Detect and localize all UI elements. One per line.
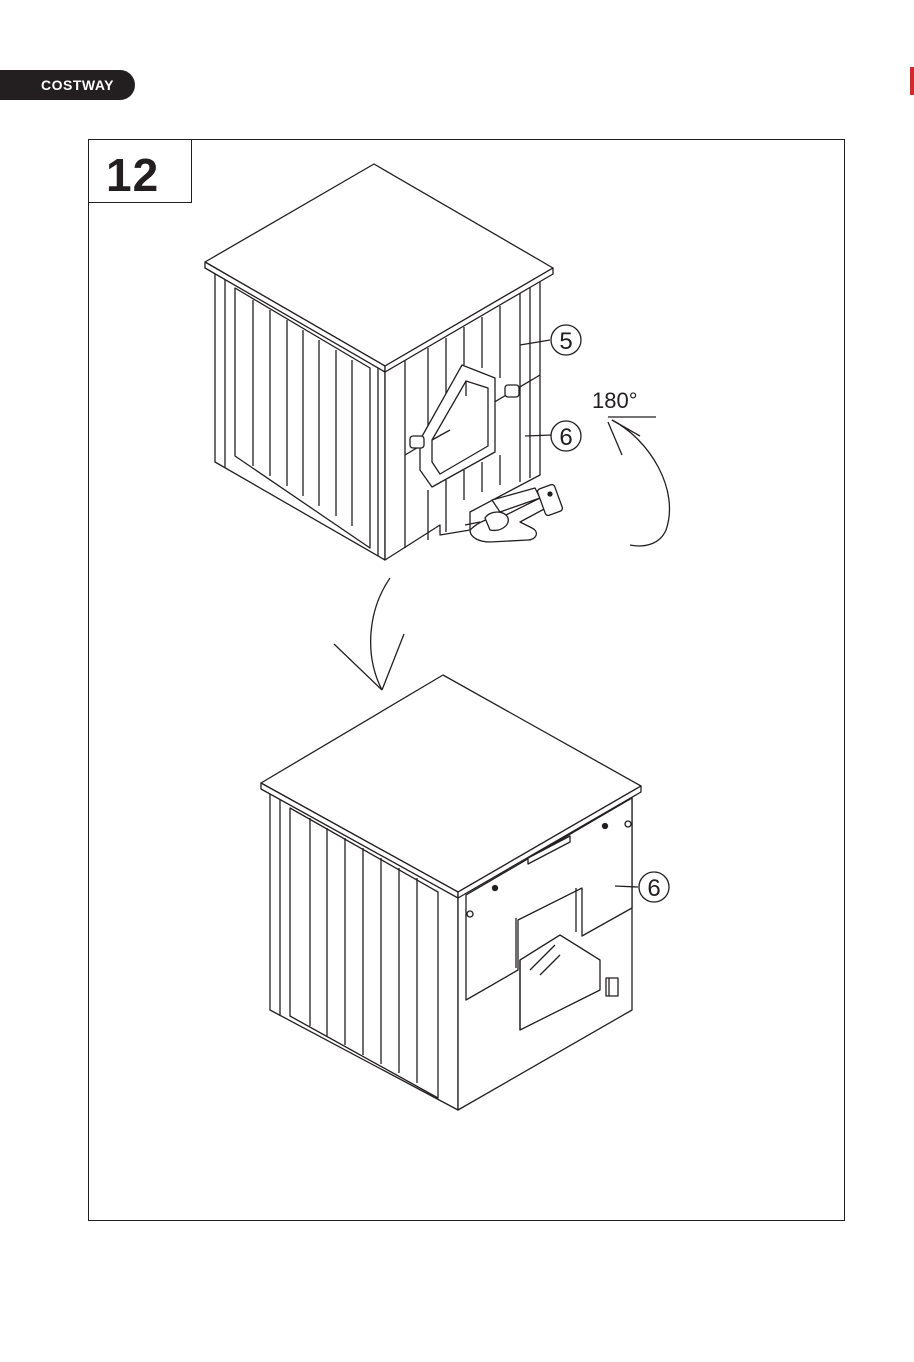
callout-part-6-top: 6 <box>559 424 572 451</box>
rotation-label: 180° <box>592 388 638 413</box>
bottom-cabinet-drawing <box>261 675 641 1110</box>
curved-down-arrow-icon <box>334 578 404 690</box>
rotation-arrow-icon <box>608 417 670 546</box>
callout-part-6-bottom: 6 <box>647 875 660 902</box>
callout-part-5: 5 <box>559 328 572 355</box>
